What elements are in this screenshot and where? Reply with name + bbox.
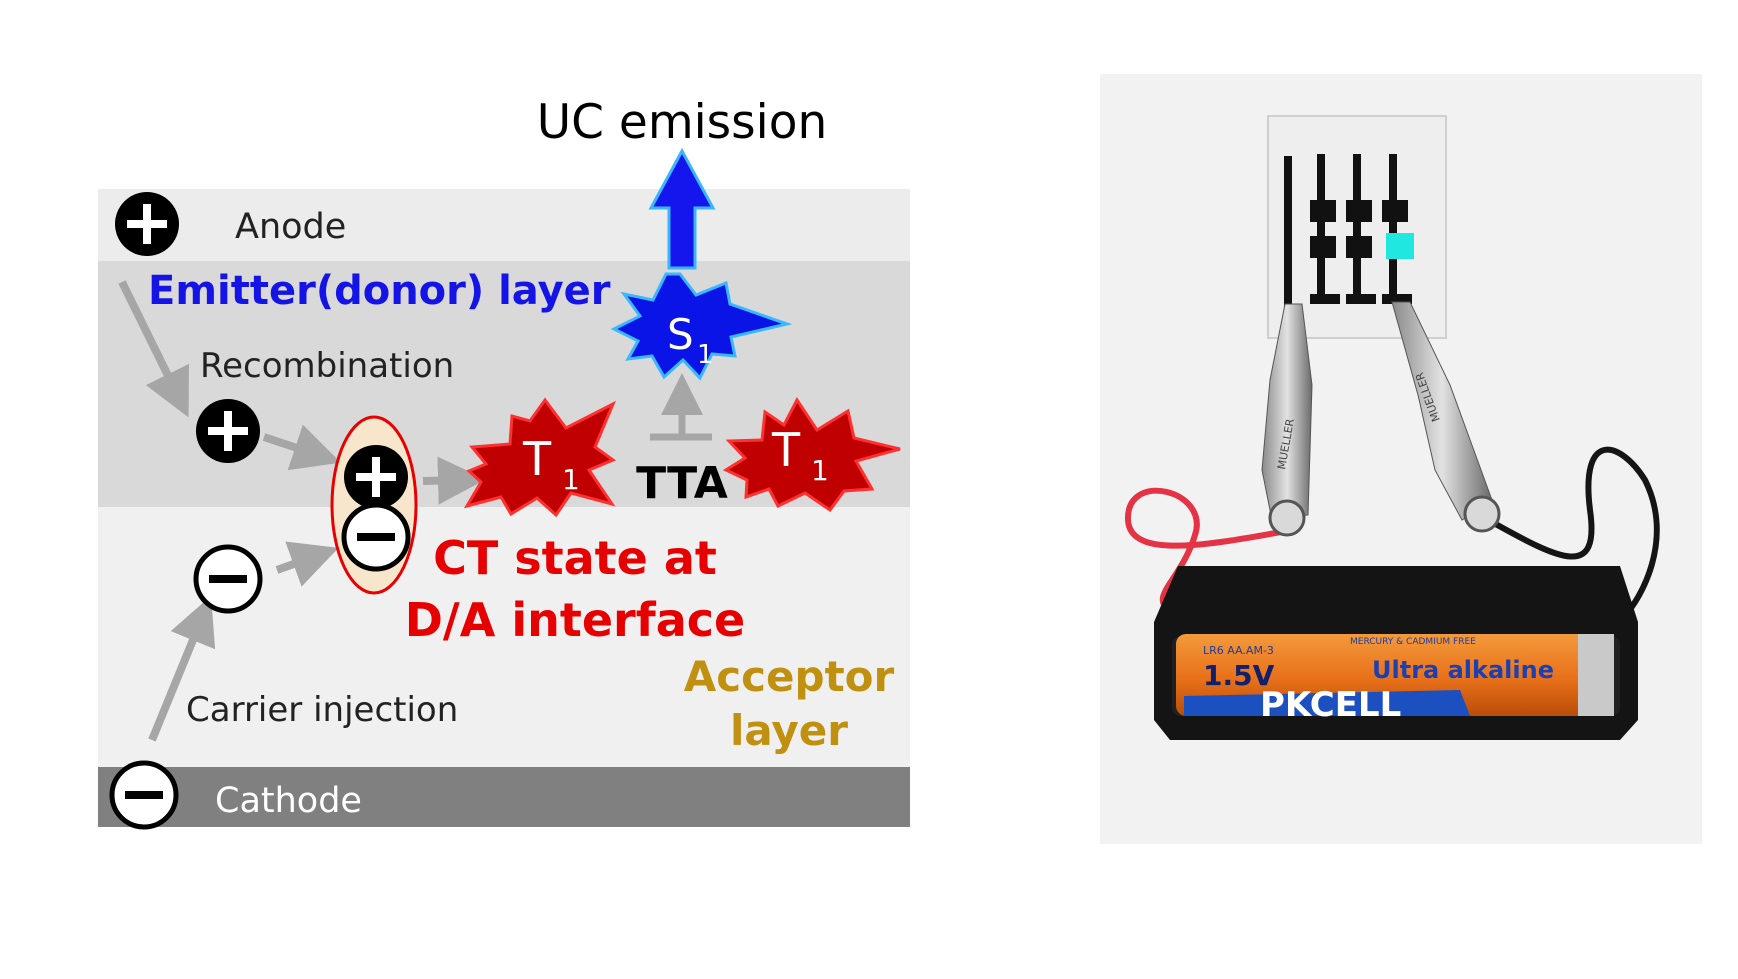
battery-type-text: Ultra alkaline [1372, 656, 1554, 684]
acceptor-label-line1: Acceptor [684, 652, 895, 701]
s1-letter: S [667, 310, 694, 359]
electron-injection-arrow [148, 595, 216, 742]
hole-to-ct-arrow [262, 424, 341, 471]
s1-subscript: 1 [697, 340, 714, 370]
recombination-label: Recombination [200, 346, 454, 386]
t1-left-subscript: 1 [562, 463, 580, 496]
device-photo: MUELLER MUELLER LR6 AA.AM-3 MERCURY & CA… [1100, 74, 1702, 844]
anode-label: Anode [235, 207, 346, 247]
ct-state-label-line2: D/A interface [405, 593, 746, 647]
ct-state-label-line1: CT state at [433, 531, 717, 585]
triplet-t1-star-right: T 1 [722, 397, 901, 513]
tta-label: TTA [636, 458, 728, 509]
carrier-injection-label: Carrier injection [186, 690, 458, 730]
uc-emission-pixel [1386, 233, 1414, 259]
red-wire [1124, 487, 1293, 618]
ct-electron-icon [341, 502, 411, 572]
uc-emission-label: UC emission [537, 95, 828, 150]
t1-right-subscript: 1 [811, 454, 829, 487]
cathode-label: Cathode [215, 781, 362, 821]
battery-mercury-text: MERCURY & CADMIUM FREE [1350, 637, 1476, 647]
t1-left-letter: T [522, 432, 552, 486]
battery-model-text: LR6 AA.AM-3 [1203, 644, 1274, 657]
uc-emission-arrow [648, 147, 716, 270]
device-diagram: UC emission Anode Emitter(donor) layer R… [98, 95, 910, 830]
t1-right-letter: T [771, 423, 801, 477]
battery-brand-text: PKCELL [1260, 685, 1401, 725]
battery-voltage-text: 1.5V [1203, 659, 1275, 692]
aa-battery: LR6 AA.AM-3 MERCURY & CADMIUM FREE 1.5V … [1176, 634, 1614, 725]
electron-to-ct-arrow [275, 541, 339, 587]
black-wire [1490, 446, 1660, 618]
acceptor-label-line2: layer [730, 706, 848, 755]
anode-layer [98, 189, 910, 261]
anode-hole-icon [115, 192, 179, 256]
alligator-clip-left: MUELLER [1261, 303, 1313, 537]
emitter-layer-label: Emitter(donor) layer [148, 268, 611, 314]
cathode-electron-icon [109, 760, 179, 830]
ct-to-triplet-arrow [422, 456, 486, 505]
recombination-hole-icon [196, 399, 260, 463]
oled-substrate [1267, 115, 1447, 339]
acceptor-electron-icon [193, 544, 263, 614]
singlet-s1-star: S 1 [610, 272, 793, 381]
ct-hole-icon [344, 445, 408, 509]
cathode-layer [98, 767, 910, 827]
hole-injection-arrow [118, 280, 189, 418]
triplet-t1-star-left: T 1 [463, 397, 617, 518]
